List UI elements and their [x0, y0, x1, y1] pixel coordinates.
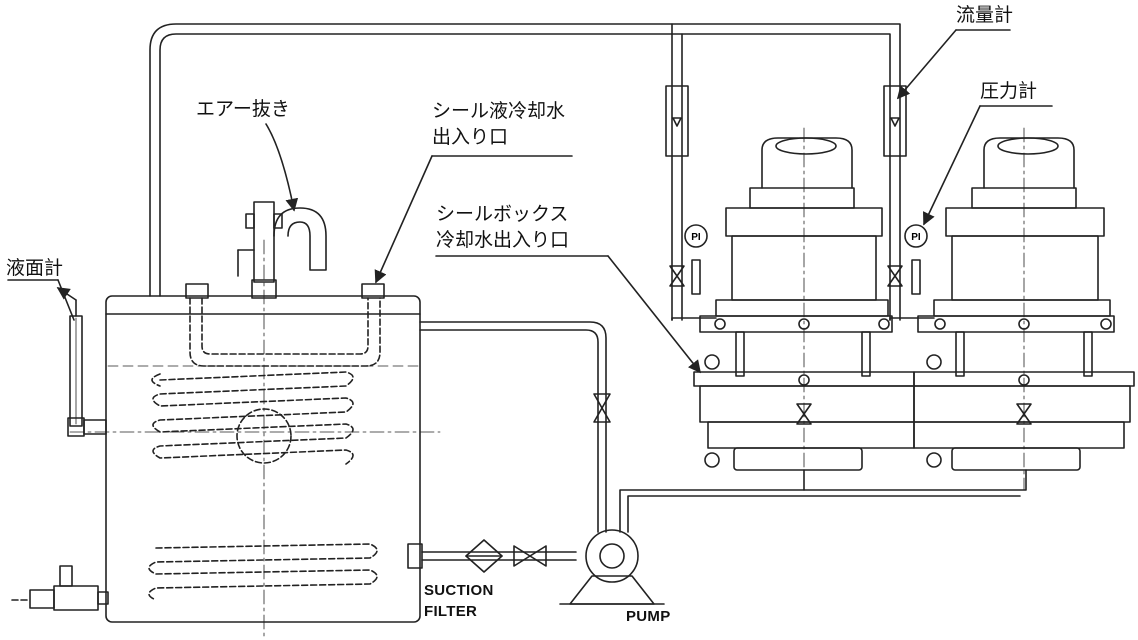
- tank: [69, 239, 441, 637]
- suction-valve: [513, 545, 547, 567]
- seal-box-pointer: [607, 255, 701, 374]
- flow-meter-label: 流量計: [956, 4, 1014, 26]
- suction-line: [407, 543, 577, 569]
- discharge-pipe: [419, 321, 1027, 533]
- top-return-pipe: [149, 23, 901, 321]
- flow-meter-left: [665, 85, 689, 157]
- pump-label: PUMP: [626, 608, 671, 625]
- flow-meter-right: [883, 85, 907, 157]
- suction-filter-label-line1: SUCTION: [424, 582, 494, 599]
- pi-tag-right: PI: [911, 232, 921, 243]
- level-gauge: [56, 287, 107, 437]
- air-vent-label: エアー抜き: [196, 98, 290, 120]
- pressure-gauge-pointer: [923, 105, 981, 226]
- pressure-gauge-label: 圧力計: [980, 80, 1038, 102]
- seal-box-cooling-water-label-line1: シールボックス: [436, 203, 569, 225]
- upper-u-tube: [189, 297, 381, 367]
- seal-inlet-pipe-right: [889, 317, 935, 321]
- lower-cooling-coil: [148, 543, 378, 601]
- seal-liquid-cooling-water-label-line2: 出入り口: [432, 126, 509, 148]
- flow-meter-pointer: [896, 29, 957, 100]
- inlet-valves-left: [669, 224, 708, 295]
- level-gauge-pointer: [57, 279, 75, 321]
- seal-liquid-cooling-water-label-line1: シール液冷却水: [432, 100, 566, 122]
- seal-liquid-pointer: [374, 155, 433, 284]
- seal-box-right: [913, 127, 1135, 491]
- pi-tag-left: PI: [691, 232, 701, 243]
- drain-valve: [11, 565, 109, 611]
- suction-filter-label-line2: FILTER: [424, 603, 478, 620]
- level-gauge-label: 液面計: [6, 257, 64, 279]
- seal-box-left: [693, 127, 915, 491]
- pump: [559, 529, 665, 605]
- inlet-valves-right: [887, 224, 928, 295]
- seal-box-cooling-water-label-line2: 冷却水出入り口: [436, 229, 570, 251]
- air-vent: [237, 201, 327, 283]
- seal-inlet-pipe-left: [671, 317, 717, 321]
- suction-filter: [465, 539, 503, 573]
- air-vent-pointer: [265, 123, 299, 212]
- upper-cooling-coil: [151, 371, 354, 465]
